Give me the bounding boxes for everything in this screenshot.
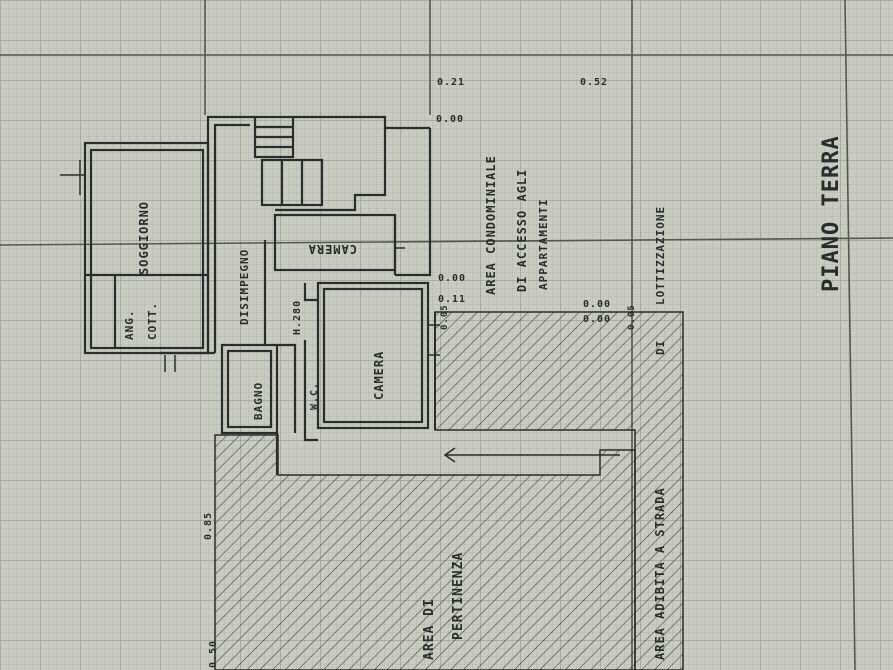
dimension-1: 0.21	[437, 77, 465, 88]
room-label-bagno: BAGNO	[252, 382, 265, 420]
room-label-soggiorno: SOGGIORNO	[137, 201, 151, 275]
dimension-7: 0.00	[583, 299, 611, 310]
area-label-condominiale-2: DI ACCESSO AGLI	[515, 169, 529, 292]
access-arrow	[443, 447, 620, 463]
room-label-camera-top: CAMERA	[308, 242, 357, 256]
page-title: PIANO TERRA	[819, 135, 844, 292]
dimension-9: 0.05	[627, 304, 637, 330]
dimension-2: 0.52	[580, 77, 608, 88]
room-label-disimpegno: DISIMPEGNO	[238, 249, 251, 325]
dimension-4: 0.00	[438, 273, 466, 284]
room-label-ang: ANG.	[123, 310, 136, 341]
area-label-lottizzazione: LOTTIZZAZIONE	[654, 206, 667, 305]
area-label-pertinenza-2: PERTINENZA	[451, 552, 466, 640]
area-label-condominiale-1: AREA CONDOMINIALE	[484, 155, 498, 295]
room-label-camera: CAMERA	[372, 351, 386, 400]
dimension-3: 0.00	[436, 114, 464, 125]
dimension-6: 0.05	[440, 304, 450, 330]
height-note: H.280	[292, 300, 303, 335]
area-label-condominiale-3: APPARTAMENTI	[537, 199, 550, 290]
window-marks	[60, 160, 440, 372]
area-label-strada: AREA ADIBITA A STRADA	[653, 487, 667, 660]
dimension-10: 0.85	[203, 512, 214, 540]
area-label-lottizzazione-di: DI	[654, 340, 667, 355]
room-label-cott: COTT.	[146, 302, 159, 340]
dimension-8: 0.00	[583, 314, 611, 325]
dimension-11: 0.50	[208, 640, 219, 668]
room-label-wc: W.C.	[309, 382, 320, 410]
dimension-5: 0.11	[438, 294, 466, 305]
dimension-marks: 0.21 0.52 0.00 0.00 0.11 0.05 0.00 0.00 …	[203, 77, 637, 668]
walls	[83, 115, 432, 475]
area-label-pertinenza-1: AREA DI	[422, 598, 437, 660]
